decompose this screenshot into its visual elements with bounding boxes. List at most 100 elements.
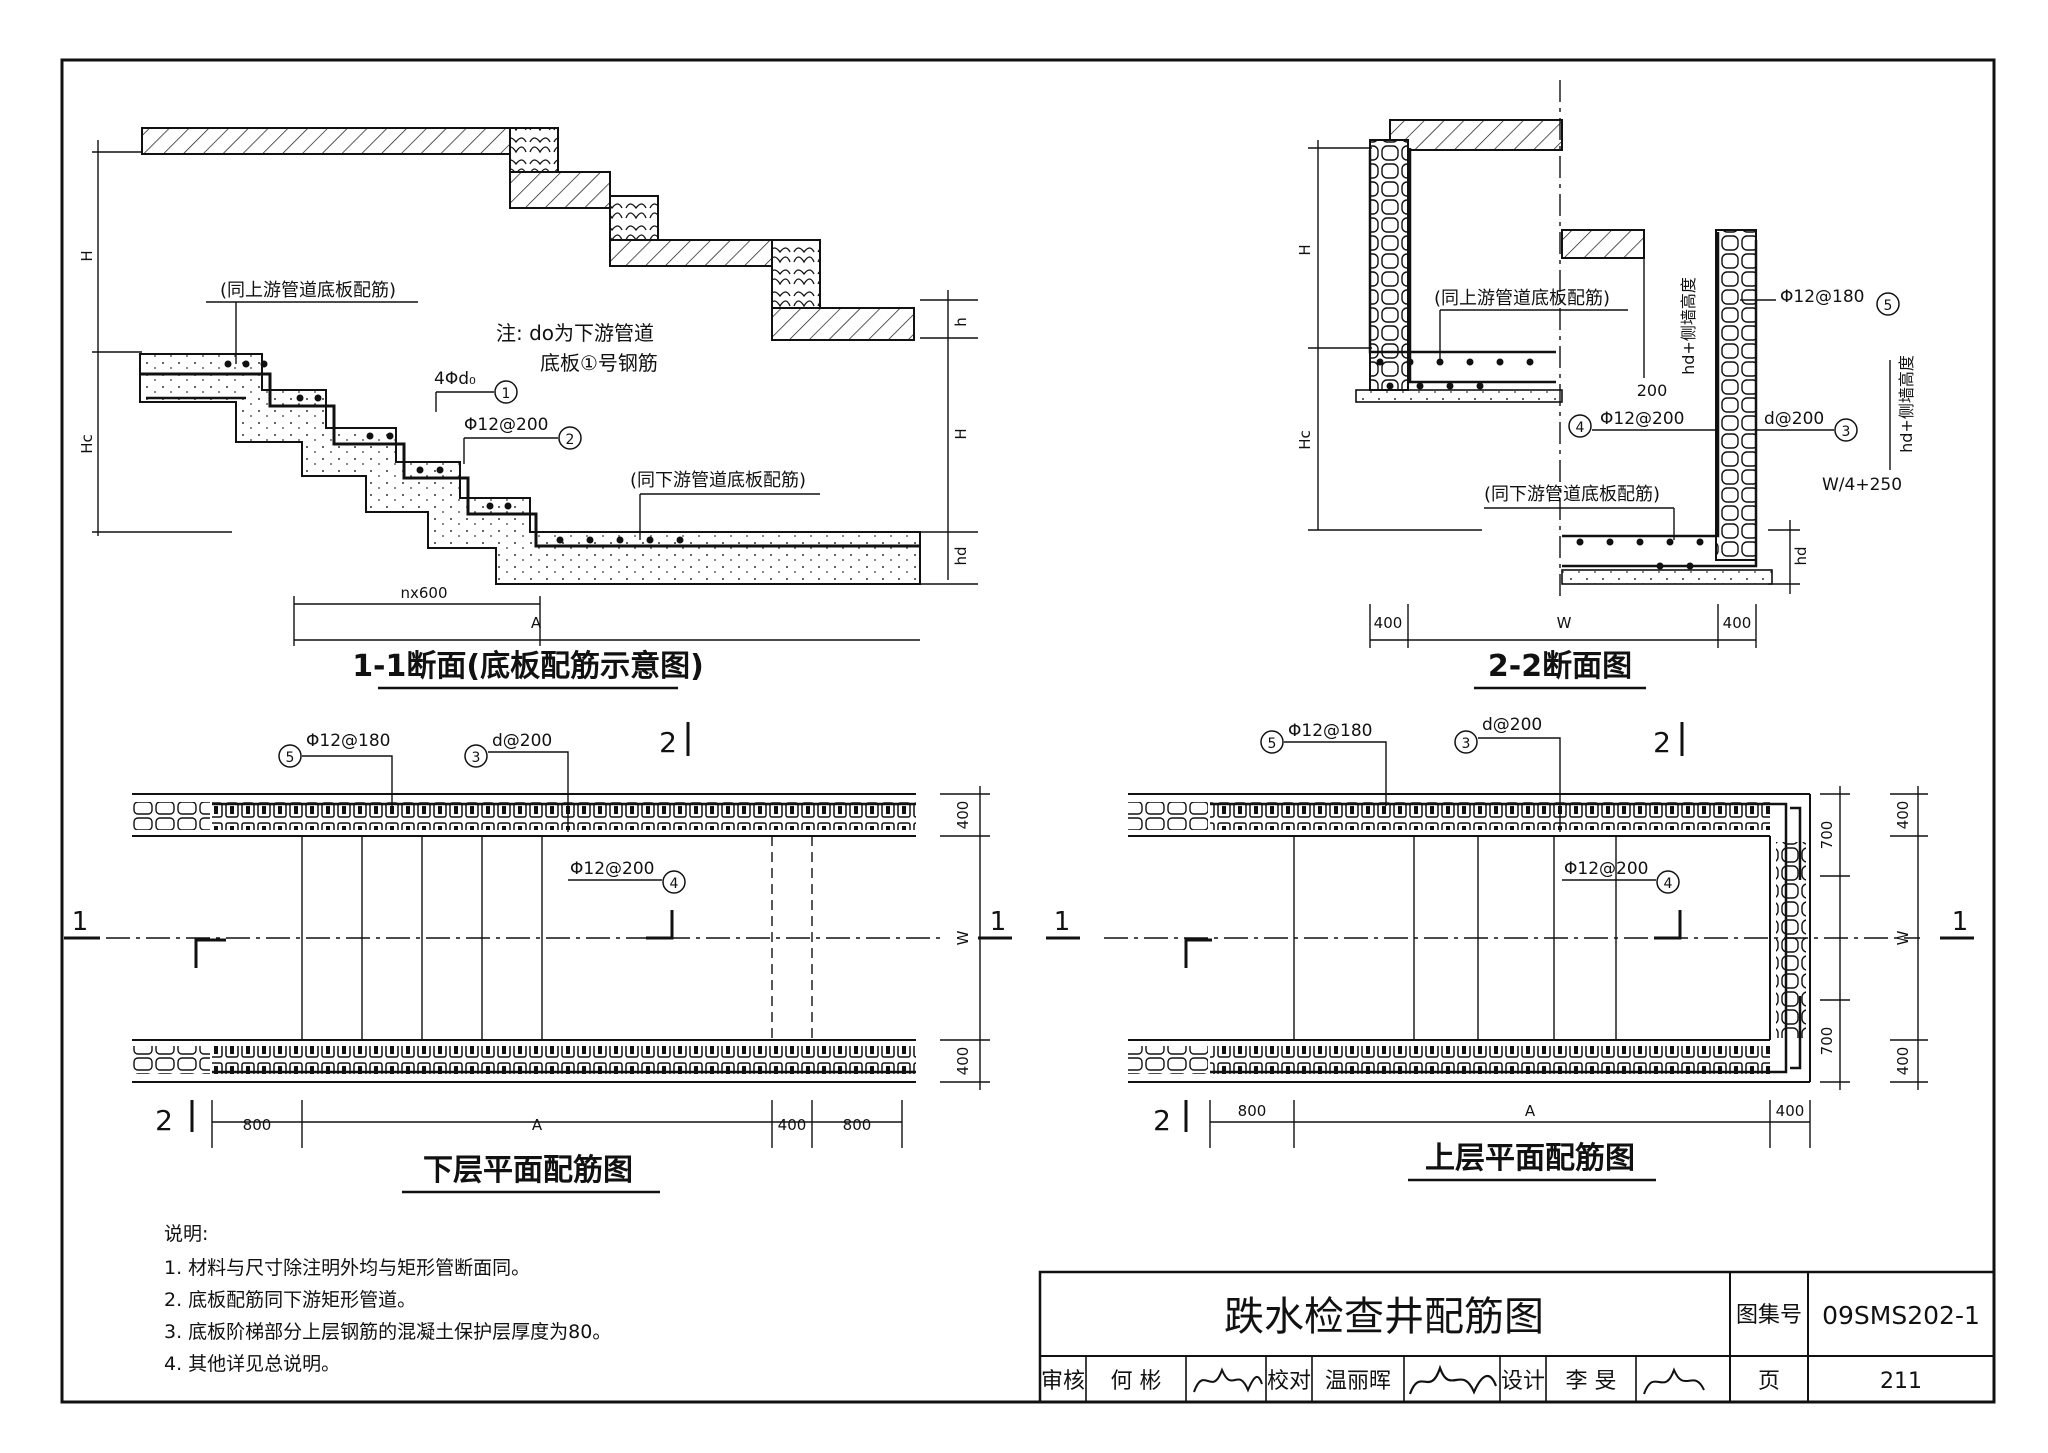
upper-bar5-no: 5 — [1268, 736, 1277, 752]
rot-height2: hd+侧墙高度 — [1897, 355, 1916, 453]
upper-bar4-circle — [1656, 870, 1680, 894]
upper-plan: 1 1 2 2 700 700 400 W 400 800 A 400 5 — [1046, 715, 1974, 1182]
upper-slab-top — [1389, 119, 1563, 151]
left-wall — [1369, 139, 1409, 391]
signature-check — [1408, 1364, 1498, 1395]
top-wall-2 — [509, 127, 559, 173]
lower-top-brick — [132, 802, 210, 830]
notes-heading: 说明: — [164, 1223, 208, 1245]
lower-bar3-no: 3 — [472, 750, 481, 766]
top-wall-1 — [141, 127, 511, 155]
lower-title: 下层平面配筋图 — [423, 1153, 633, 1188]
upper-dim-700-top: 700 — [1818, 821, 1836, 850]
bar3-circle-22 — [1834, 418, 1858, 442]
section-1-1: H Hc h H hd nx600 A (同上游管道底板配筋) 注: do为下游… — [78, 127, 978, 690]
bar5-circle-22 — [1876, 292, 1900, 316]
upper-bot-brick — [1128, 1046, 1208, 1074]
tb-design-name: 李 旻 — [1566, 1369, 1617, 1394]
upper-dim-400: 400 — [1776, 1102, 1805, 1120]
tb-atlas-no: 09SMS202-1 — [1822, 1301, 1980, 1330]
bar2-no: 2 — [566, 432, 575, 448]
dim-H-right: H — [952, 428, 970, 439]
top-wall-5 — [609, 239, 773, 267]
lower-bar5-no: 5 — [286, 750, 295, 766]
dim-hd: hd — [952, 546, 970, 565]
tb-title: 跌水检查井配筋图 — [1224, 1294, 1544, 1340]
lower-top-rebar — [212, 802, 916, 830]
note-upstream: (同上游管道底板配筋) — [220, 280, 396, 301]
tb-design-label: 设计 — [1501, 1369, 1545, 1394]
lower-bar5-circle — [278, 744, 302, 768]
upper-bar5-circle — [1260, 730, 1284, 754]
lower-sec2-top: 2 — [659, 726, 677, 759]
bar1-circle — [494, 380, 518, 404]
dim-h: h — [952, 317, 970, 327]
upper-end-wall — [1776, 842, 1806, 1038]
upper-top-rebar — [1210, 802, 1770, 830]
note-upstream-22: (同上游管道底板配筋) — [1434, 288, 1610, 309]
upper-top-brick — [1128, 802, 1208, 830]
dim-Hc: Hc — [78, 434, 96, 454]
upper-dim-400-top: 400 — [1894, 801, 1912, 830]
tb-page-label: 页 — [1758, 1369, 1780, 1394]
upper-bot-rebar — [1210, 1046, 1770, 1074]
lower-base — [1561, 569, 1773, 585]
upper-title: 上层平面配筋图 — [1425, 1141, 1635, 1176]
lower-bar5: Φ12@180 — [306, 731, 390, 751]
top-wall-3 — [509, 171, 611, 209]
upper-bar3-no: 3 — [1462, 736, 1471, 752]
bar2-label: Φ12@200 — [464, 415, 548, 435]
lower-bot-brick — [132, 1046, 210, 1074]
bar1-no: 1 — [502, 386, 511, 402]
tb-page-no: 211 — [1880, 1369, 1922, 1394]
lower-sec1-right: 1 — [990, 907, 1007, 937]
dim-Hc-22: Hc — [1296, 430, 1314, 450]
notes-item-1: 1. 材料与尺寸除注明外均与矩形管断面同。 — [164, 1257, 530, 1279]
note-line1: 注: do为下游管道 — [496, 321, 654, 345]
lower-dim-400-bot: 400 — [954, 1047, 972, 1076]
dim-nx600: nx600 — [400, 584, 447, 602]
lower-dim-800b: 800 — [843, 1116, 872, 1134]
notes: 说明: 1. 材料与尺寸除注明外均与矩形管断面同。 2. 底板配筋同下游矩形管道… — [164, 1223, 611, 1375]
sec22-title: 2-2断面图 — [1488, 649, 1632, 684]
tb-check-name: 温丽晖 — [1325, 1369, 1391, 1394]
section-2-2: H Hc hd 400 W 400 (同上游管道底板配筋) (同下游管道底板配筋… — [1296, 80, 1916, 690]
signature-review — [1193, 1367, 1263, 1393]
tb-review-name: 何 彬 — [1111, 1369, 1162, 1394]
title-block: 跌水检查井配筋图 图集号 09SMS202-1 审核 何 彬 校对 温丽晖 设计… — [1038, 1270, 1996, 1404]
bar4-no-22: 4 — [1576, 420, 1585, 436]
bar4-circle-22 — [1568, 414, 1592, 438]
tb-check-label: 校对 — [1267, 1369, 1311, 1394]
dim-400-right-22: 400 — [1723, 614, 1752, 632]
lower-bar3: d@200 — [492, 731, 552, 751]
stepped-slab — [139, 353, 921, 585]
bar2-circle — [558, 426, 582, 450]
lower-bar3-circle — [464, 744, 488, 768]
top-wall-4 — [609, 195, 659, 241]
bar5-no-22: 5 — [1884, 298, 1893, 314]
tb-review-label: 审核 — [1041, 1369, 1085, 1394]
note-downstream: (同下游管道底板配筋) — [630, 470, 806, 491]
notes-item-4: 4. 其他详见总说明。 — [164, 1353, 340, 1375]
notes-item-3: 3. 底板阶梯部分上层钢筋的混凝土保护层厚度为80。 — [164, 1321, 611, 1343]
sec11-title: 1-1断面(底板配筋示意图) — [352, 649, 704, 684]
lower-plan: 1 1 2 2 400 W 400 800 A 400 800 5 Φ12@18… — [64, 722, 1012, 1194]
bar3-22: d@200 — [1764, 409, 1824, 429]
bar4-22: Φ12@200 — [1600, 409, 1684, 429]
sheet-border — [60, 58, 1996, 1404]
upper-sec2-bot: 2 — [1153, 1104, 1171, 1137]
lower-dim-400-top: 400 — [954, 801, 972, 830]
upper-bar4: Φ12@200 — [1564, 859, 1648, 879]
top-wall-6 — [771, 239, 821, 309]
lower-dim-A: A — [532, 1116, 543, 1134]
upper-dim-800: 800 — [1238, 1102, 1267, 1120]
lower-bar4-circle — [662, 870, 686, 894]
dim-W-22: W — [1557, 614, 1572, 632]
dim-H-left: H — [78, 250, 96, 261]
upper-sec2-top: 2 — [1653, 726, 1671, 759]
upper-sec1-right: 1 — [1952, 907, 1969, 937]
w-formula: W/4+250 — [1822, 475, 1902, 495]
top-wall-7 — [771, 307, 915, 341]
note-line2: 底板①号钢筋 — [540, 351, 658, 375]
